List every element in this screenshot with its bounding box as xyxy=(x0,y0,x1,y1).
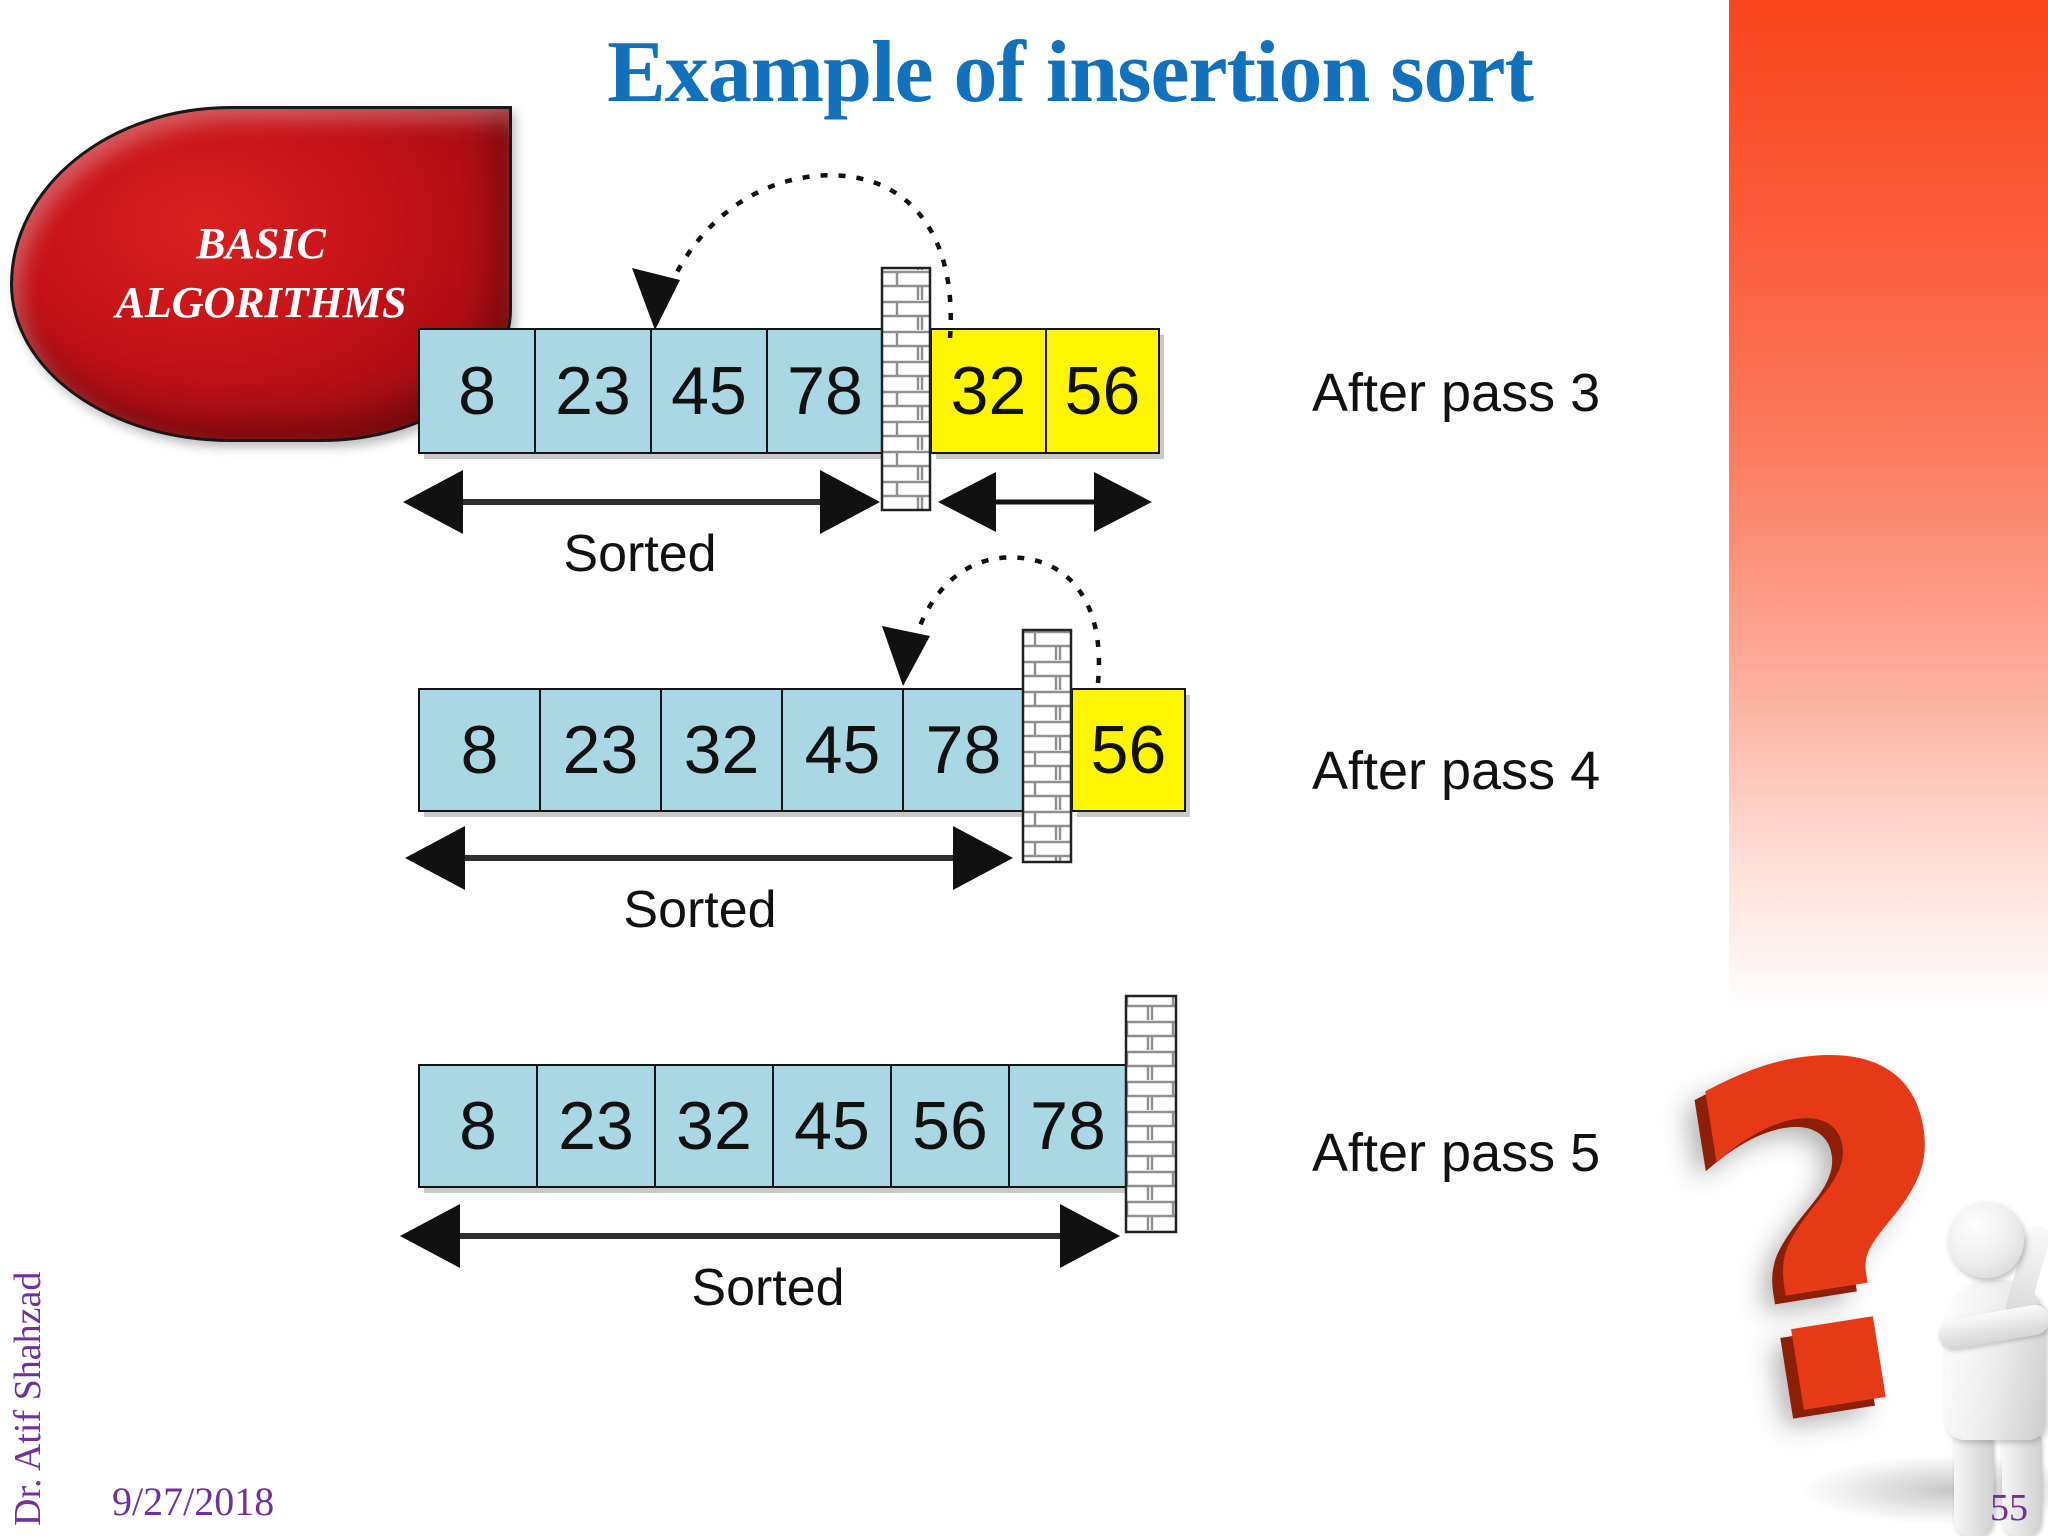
badge-line-2: ALGORITHMS xyxy=(115,278,407,327)
pass3-unsorted-array: 32 56 xyxy=(930,328,1160,454)
thinking-figure-leg xyxy=(2002,1428,2042,1536)
pass4-wall-divider xyxy=(1021,628,1073,864)
array-cell: 8 xyxy=(418,1064,536,1188)
pass3-label: After pass 3 xyxy=(1312,363,1601,423)
basic-algorithms-badge: BASIC ALGORITHMS xyxy=(10,106,512,442)
page-number: 55 xyxy=(1990,1487,2028,1529)
array-cell: 78 xyxy=(766,328,884,454)
pass4-unsorted-array: 56 xyxy=(1071,688,1186,812)
pass5-sorted-label: Sorted xyxy=(691,1259,845,1317)
array-cell: 8 xyxy=(418,688,539,812)
array-cell: 78 xyxy=(902,688,1025,812)
array-cell: 23 xyxy=(536,1064,654,1188)
pass4-label: After pass 4 xyxy=(1312,741,1601,801)
badge-line-1: BASIC xyxy=(196,219,326,269)
array-cell: 23 xyxy=(534,328,650,454)
array-cell: 32 xyxy=(654,1064,772,1188)
array-cell: 8 xyxy=(418,328,534,454)
pass4-insertion-arc-arrow xyxy=(882,555,1102,686)
author-vertical-text: Dr. Atif Shahzad xyxy=(7,1271,49,1526)
array-cell: 32 xyxy=(660,688,781,812)
right-gradient-bar xyxy=(1729,0,2048,1010)
array-cell: 45 xyxy=(781,688,902,812)
pass3-wall-divider xyxy=(880,266,932,512)
pass3-insertion-arc-arrow xyxy=(632,173,953,339)
array-cell: 56 xyxy=(890,1064,1008,1188)
array-cell: 45 xyxy=(772,1064,890,1188)
slide-date: 9/27/2018 xyxy=(112,1479,275,1524)
array-cell: 56 xyxy=(1045,328,1160,454)
pass3-sorted-array: 8 23 45 78 xyxy=(418,328,884,454)
slide-title: Example of insertion sort xyxy=(607,24,1534,121)
array-cell: 56 xyxy=(1071,688,1186,812)
array-cell: 78 xyxy=(1008,1064,1128,1188)
pass5-label: After pass 5 xyxy=(1312,1123,1601,1183)
pass4-sorted-label: Sorted xyxy=(623,881,777,939)
pass3-unsorted-range-arrow xyxy=(938,472,1152,532)
pass4-sorted-array: 8 23 32 45 78 xyxy=(418,688,1025,812)
array-cell: 32 xyxy=(930,328,1045,454)
pass5-wall-divider xyxy=(1124,994,1178,1234)
thinking-figure-leg xyxy=(1954,1428,1994,1536)
array-cell: 45 xyxy=(650,328,766,454)
array-cell: 23 xyxy=(539,688,660,812)
thinking-figure-head xyxy=(1948,1202,2024,1278)
pass3-sorted-label: Sorted xyxy=(563,525,717,583)
pass5-sorted-array: 8 23 32 45 56 78 xyxy=(418,1064,1128,1188)
